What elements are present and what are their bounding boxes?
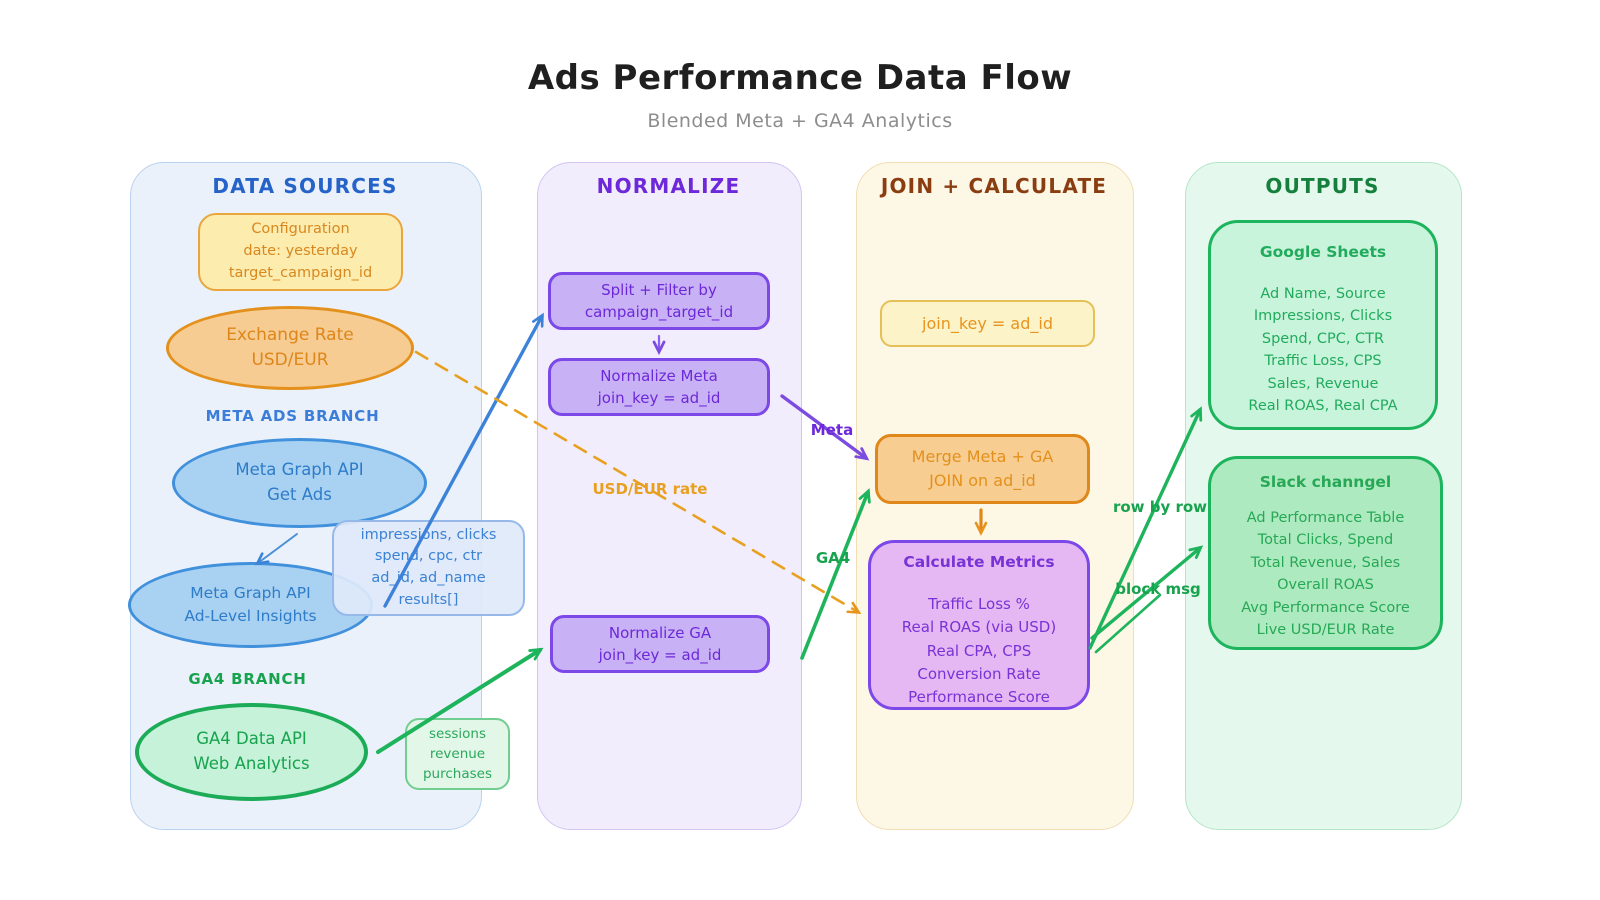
meta-get-ads-node: Meta Graph API Get Ads [172, 438, 427, 528]
header-normalize: NORMALIZE [596, 174, 741, 198]
header-outputs: OUTPUTS [1265, 174, 1380, 198]
normalize-meta-node: Normalize Meta join_key = ad_id [548, 358, 770, 416]
config-node: Configuration date: yesterday target_cam… [198, 213, 403, 291]
meta-edge-label: Meta [810, 421, 854, 439]
google-sheets-title: Google Sheets [1259, 243, 1387, 261]
google-sheets-body: Ad Name, Source Impressions, Clicks Spen… [1248, 286, 1398, 415]
ga4-edge-label: GA4 [815, 549, 851, 567]
ga4-api-node: GA4 Data API Web Analytics [135, 703, 368, 801]
ga4-fields-note: sessions revenue purchases [405, 718, 510, 790]
slack-body: Ad Performance Table Total Clicks, Spend… [1241, 510, 1410, 639]
page-title: Ads Performance Data Flow [527, 58, 1073, 98]
slack-title: Slack channgel [1259, 473, 1392, 491]
calculate-metrics-node: Calculate Metrics Traffic Loss % Real RO… [868, 540, 1090, 710]
header-join-calculate: JOIN + CALCULATE [880, 174, 1108, 198]
usd-rate-edge-label: USD/EUR rate [592, 480, 708, 498]
slack-node: Slack channgel Ad Performance Table Tota… [1208, 456, 1443, 650]
join-key-node: join_key = ad_id [880, 300, 1095, 347]
page-subtitle: Blended Meta + GA4 Analytics [647, 110, 953, 132]
meta-fields-note: impressions, clicks spend, cpc, ctr ad_i… [332, 520, 525, 616]
exchange-rate-node: Exchange Rate USD/EUR [166, 306, 414, 390]
google-sheets-node: Google Sheets Ad Name, Source Impression… [1208, 220, 1438, 430]
calculate-metrics-title: Calculate Metrics [903, 553, 1055, 571]
block-msg-edge-label: block msg [1115, 580, 1201, 598]
header-data-sources: DATA SOURCES [212, 174, 398, 198]
normalize-ga-node: Normalize GA join_key = ad_id [550, 615, 770, 673]
meta-ads-branch-label: META ADS BRANCH [205, 407, 380, 425]
calculate-metrics-body: Traffic Loss % Real ROAS (via USD) Real … [901, 595, 1057, 706]
split-filter-node: Split + Filter by campaign_target_id [548, 272, 770, 330]
row-by-row-edge-label: row by row [1112, 498, 1208, 516]
merge-node: Merge Meta + GA JOIN on ad_id [875, 434, 1090, 504]
ga4-branch-label: GA4 BRANCH [188, 670, 307, 688]
